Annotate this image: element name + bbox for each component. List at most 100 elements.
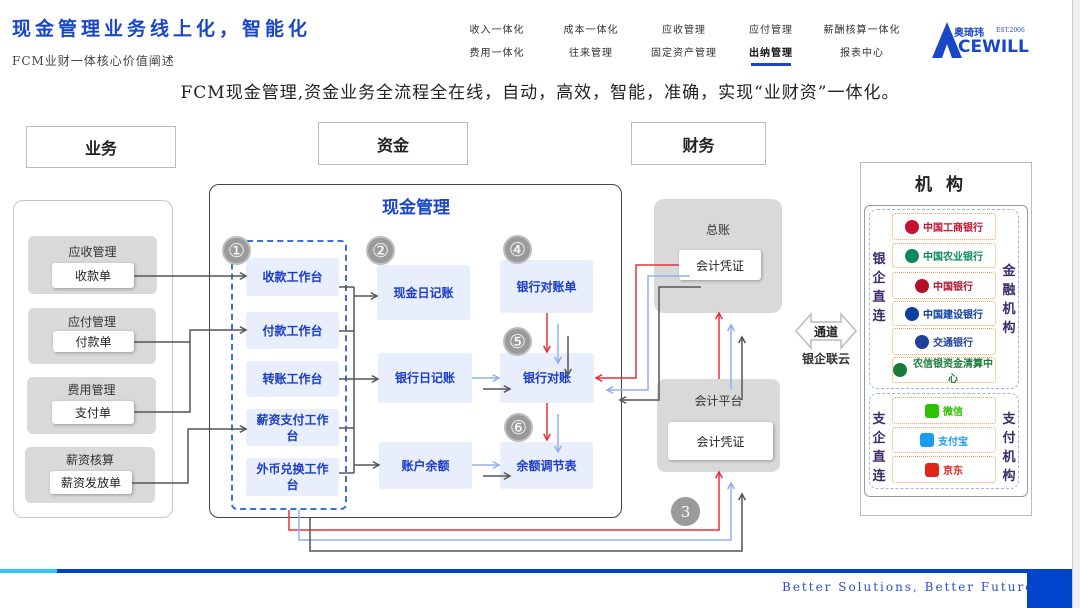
group-label: 薪资核算 [65, 453, 114, 467]
arrow-balance-adjust-blue-head [492, 460, 501, 470]
cash-journal[interactable]: 现金日记账 [377, 265, 470, 320]
arrow-platform-red-head [714, 311, 724, 320]
column-header-funds: 资金 [318, 122, 468, 165]
arrow-ledger-red-head [594, 373, 603, 383]
bank-logo: 中国银行 [892, 272, 996, 299]
arrow-ledger-blue [607, 275, 690, 391]
doc-receipt[interactable]: 收款单 [52, 263, 134, 288]
bank-logo-name: 中国建设银行 [923, 310, 983, 321]
arrow-payment [134, 329, 246, 413]
payment-logo: 支付宝 [892, 427, 996, 453]
footer-tagline: Better Solutions, Better Future [782, 580, 1035, 594]
bank-logo-name: 农信银资金清算中心 [913, 359, 993, 385]
slogan: FCM现金管理,资金业务全流程全在线，自动，高效，智能，准确，实现“业财资”一体… [180, 83, 900, 103]
page-edge [1072, 0, 1080, 608]
nav-item[interactable]: 收入一体化 [469, 25, 525, 36]
doc-payment[interactable]: 付款单 [53, 331, 134, 352]
nav-item[interactable]: 往来管理 [569, 48, 613, 59]
bank-logo: 交通银行 [892, 328, 996, 355]
arrow-ledger-blue-head [605, 385, 614, 395]
bank-logo-logo-icon [915, 278, 929, 293]
workbench-receipt[interactable]: 收款工作台 [246, 258, 339, 296]
bank-journal[interactable]: 银行日记账 [378, 353, 472, 403]
nav-item[interactable]: 应付管理 [749, 25, 793, 36]
logo-a-icon [932, 22, 962, 58]
bank-reconciliation[interactable]: 银行对账 [500, 353, 594, 403]
workbench-fx[interactable]: 外币兑换工作台 [246, 458, 339, 496]
bank-logo-name: 交通银行 [933, 338, 973, 349]
cash-management-title: 现金管理 [382, 198, 450, 218]
arrow-bottom-blue [298, 483, 732, 541]
payment-logo-logo-icon [925, 462, 939, 477]
doc-pay-order[interactable]: 支付单 [52, 401, 134, 424]
payment-institution-label: 支付机构 [1002, 412, 1016, 484]
arrow-receipt-head [239, 271, 248, 281]
business-panel [13, 200, 173, 518]
logo-est: EST.2006 [996, 27, 1025, 34]
channel-name: 银企联云 [801, 351, 850, 366]
payment-logo: 京东 [892, 456, 996, 483]
cash-management-panel [209, 184, 622, 518]
workbench-salary[interactable]: 薪资支付工作台 [246, 409, 339, 446]
nav-item[interactable]: 报表中心 [840, 48, 884, 59]
payment-logo: 微信 [892, 397, 996, 424]
institutions-inner [864, 205, 1028, 497]
arrow-recon-red-head [542, 433, 552, 442]
account-balance[interactable]: 账户余额 [379, 442, 472, 489]
footer-accent-line [0, 569, 57, 573]
step-1-badge: ① [222, 236, 251, 265]
payment-logo-logo-icon [920, 433, 934, 447]
payment-logo-name: 微信 [943, 407, 963, 418]
footer-line [57, 569, 1072, 573]
arrow-bottom-blue-head [726, 481, 736, 490]
arrow-statement-blue-head [553, 356, 563, 365]
arrow-balance-adjust-dark-head [503, 471, 512, 481]
group-label: 应收管理 [68, 245, 117, 259]
arrow-bank-journal-head [371, 374, 380, 384]
nav-item-active[interactable]: 出纳管理 [726, 44, 816, 66]
channel-label: 通道 [813, 324, 838, 339]
step-4-badge: ④ [503, 235, 532, 264]
platform-voucher[interactable]: 会计凭证 [668, 422, 773, 460]
nav-item[interactable]: 应收管理 [662, 25, 706, 36]
double-arrow-icon [795, 312, 857, 350]
step-2-badge: ② [366, 236, 395, 265]
page-title: 现金管理业务线上化，智能化 [12, 18, 312, 40]
workbench-payment[interactable]: 付款工作台 [246, 312, 339, 349]
ledger-label: 总账 [705, 223, 730, 237]
nav-item[interactable]: 固定资产管理 [651, 48, 717, 59]
payment-logo-name: 京东 [943, 466, 963, 477]
arrow-platform-dark-head [737, 335, 747, 344]
nav-item[interactable]: 薪酬核算一体化 [823, 25, 901, 36]
arrow-platform-blue-head [726, 323, 736, 332]
bank-statement[interactable]: 银行对账单 [500, 260, 593, 313]
bank-logo-logo-icon [915, 334, 929, 349]
arrow-bottom-dark-head [737, 492, 747, 501]
payment-group [869, 393, 1019, 489]
bank-logo-name: 中国银行 [933, 282, 973, 293]
institutions-title: 机构 [915, 175, 977, 195]
ledger-voucher[interactable]: 会计凭证 [679, 250, 761, 280]
arrow-account-balance-head [372, 460, 381, 470]
group-label: 费用管理 [67, 383, 116, 397]
financial-institution-label: 金融机构 [1002, 264, 1016, 336]
bank-direct-label: 银企直连 [872, 252, 886, 324]
bank-logo: 中国农业银行 [892, 243, 996, 268]
company-logo: 奥琦玮 EST.2006 CEWILL [930, 20, 1040, 58]
arrow-bottom-dark [309, 494, 743, 552]
arrow-bottom-red-head [714, 470, 724, 479]
bank-logo-logo-icon [893, 363, 907, 377]
payment-direct-label: 支企直连 [872, 412, 886, 484]
logo-en: CEWILL [958, 37, 1029, 57]
bank-logo: 农信银资金清算中心 [892, 357, 996, 385]
doc-salary[interactable]: 薪资发放单 [50, 471, 132, 494]
nav-item[interactable]: 成本一体化 [563, 25, 619, 36]
nav-item[interactable]: 费用一体化 [469, 48, 525, 59]
workbench-transfer[interactable]: 转账工作台 [246, 361, 339, 397]
arrow-ledger-dark-head [618, 395, 627, 405]
payment-logo-logo-icon [925, 403, 939, 418]
workbench-group [231, 240, 347, 510]
bank-logo-name: 中国工商银行 [923, 223, 983, 234]
balance-adjustment-table[interactable]: 余额调节表 [500, 442, 593, 489]
